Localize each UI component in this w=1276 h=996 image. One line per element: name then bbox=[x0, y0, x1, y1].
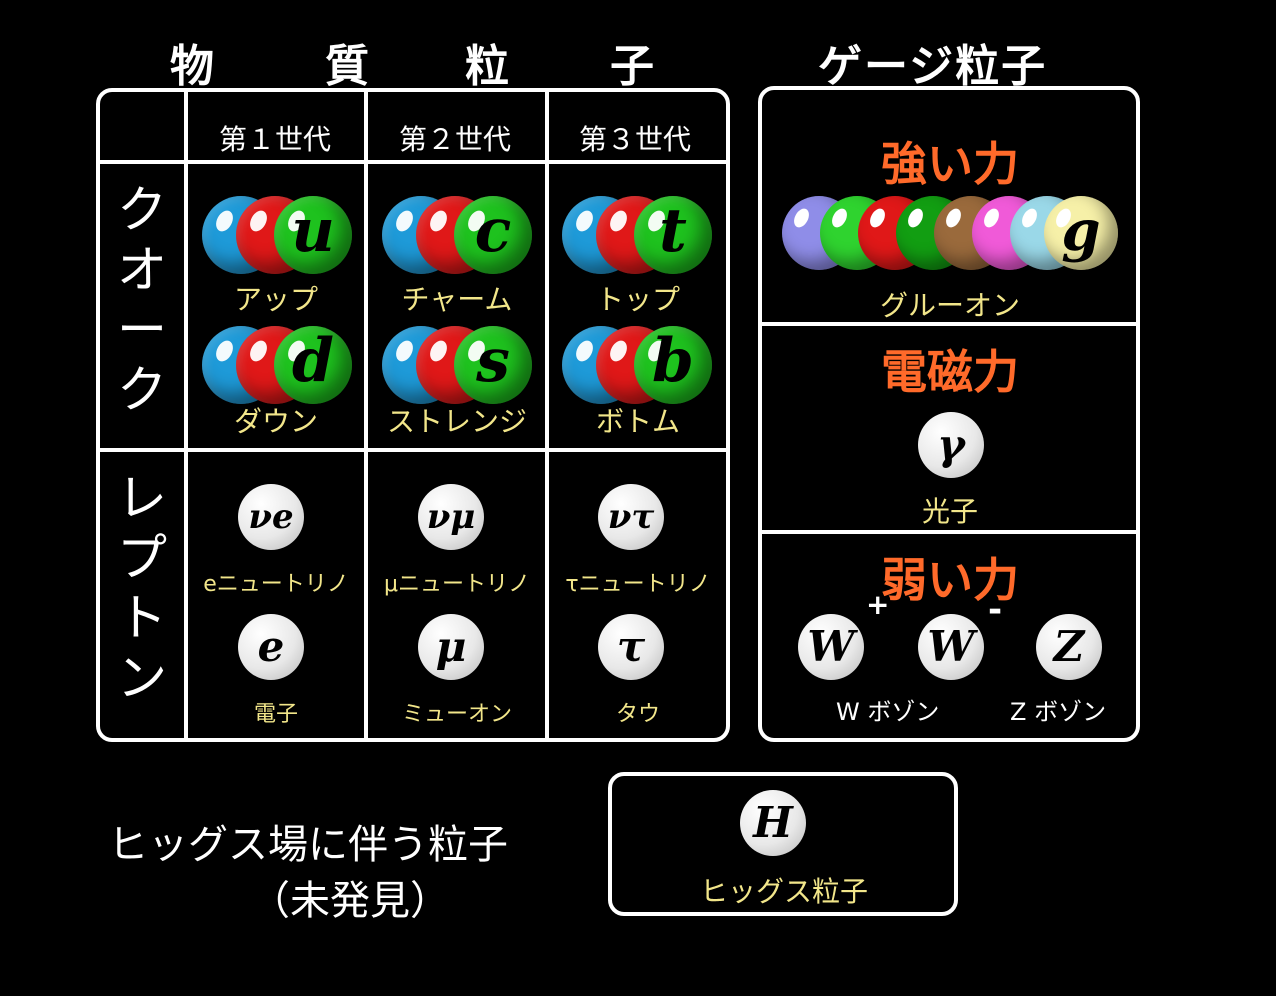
higgs-boson-name: ヒッグス粒子 bbox=[699, 875, 868, 908]
muon-icon: μ bbox=[418, 614, 484, 680]
matter-particles-panel bbox=[96, 88, 730, 742]
generation-1-header: 第１世代 bbox=[218, 123, 331, 156]
gluon-icon: g bbox=[782, 196, 1122, 272]
quark-name: チャーム bbox=[401, 283, 513, 316]
grid-divider bbox=[760, 322, 1138, 326]
muon-neutrino-icon: νμ bbox=[418, 484, 484, 550]
strong-force-title: 強い力 bbox=[881, 137, 1019, 191]
higgs-boson-icon: H bbox=[740, 790, 806, 856]
matter-heading-char: 質 bbox=[325, 41, 369, 92]
w-minus-charge: - bbox=[988, 590, 1003, 630]
photon-name: 光子 bbox=[921, 495, 978, 528]
top-quark-icon: t bbox=[562, 196, 712, 278]
lepton-name: ミューオン bbox=[401, 702, 512, 727]
lepton-row-label-char: プ bbox=[117, 529, 167, 587]
z-boson-name: Z ボゾン bbox=[1010, 698, 1107, 726]
gluon-name: グルーオン bbox=[879, 289, 1020, 322]
higgs-label: ヒッグス場に伴う粒子 bbox=[108, 822, 508, 868]
em-force-title: 電磁力 bbox=[881, 345, 1019, 399]
bottom-quark-icon: b bbox=[562, 326, 712, 408]
quark-row-label-char: ク bbox=[117, 361, 167, 419]
quark-row-label-char: ー bbox=[117, 301, 167, 359]
w-minus-boson-icon: W bbox=[918, 614, 984, 680]
lepton-row-label-char: レ bbox=[117, 469, 167, 527]
quark-name: アップ bbox=[233, 283, 318, 316]
strange-quark-icon: s bbox=[382, 326, 532, 408]
tau-neutrino-icon: ντ bbox=[598, 484, 664, 550]
quark-row-label: ク オ ー ク bbox=[112, 180, 172, 420]
lepton-name: 電子 bbox=[253, 702, 298, 727]
grid-divider bbox=[545, 90, 549, 740]
generation-3-header: 第３世代 bbox=[578, 123, 691, 156]
lepton-row-label: レ プ ト ン bbox=[112, 468, 172, 708]
weak-force-title: 弱い力 bbox=[881, 553, 1019, 607]
lepton-row-label-char: ト bbox=[117, 589, 167, 647]
grid-divider bbox=[364, 90, 368, 740]
quark-name: ストレンジ bbox=[386, 405, 527, 438]
tau-icon: τ bbox=[598, 614, 664, 680]
matter-heading-char: 粒 bbox=[465, 41, 509, 92]
gauge-heading: ゲージ粒子 bbox=[818, 41, 1048, 92]
w-plus-charge: + bbox=[866, 588, 890, 621]
electron-neutrino-icon: νe bbox=[238, 484, 304, 550]
matter-heading-char: 物 bbox=[170, 41, 214, 92]
lepton-name: eニュートリノ bbox=[203, 572, 349, 597]
lepton-name: μニュートリノ bbox=[384, 572, 530, 597]
up-quark-icon: u bbox=[202, 196, 352, 278]
electron-icon: e bbox=[238, 614, 304, 680]
quark-name: ボトム bbox=[595, 405, 680, 438]
lepton-name: タウ bbox=[615, 702, 660, 727]
generation-2-header: 第２世代 bbox=[398, 123, 511, 156]
lepton-name: τニュートリノ bbox=[565, 572, 711, 597]
down-quark-icon: d bbox=[202, 326, 352, 408]
quark-name: トップ bbox=[595, 283, 680, 316]
grid-divider bbox=[760, 530, 1138, 534]
quark-name: ダウン bbox=[233, 405, 318, 438]
higgs-note: （未発見） bbox=[250, 878, 450, 924]
charm-quark-icon: c bbox=[382, 196, 532, 278]
quark-row-label-char: オ bbox=[117, 241, 167, 299]
grid-divider bbox=[98, 448, 728, 452]
photon-icon: γ bbox=[918, 412, 984, 478]
gauge-bosons-panel bbox=[758, 86, 1140, 742]
grid-divider bbox=[184, 90, 188, 740]
lepton-row-label-char: ン bbox=[117, 649, 167, 707]
quark-row-label-char: ク bbox=[117, 181, 167, 239]
z-boson-icon: Z bbox=[1036, 614, 1102, 680]
w-boson-name: W ボゾン bbox=[836, 698, 940, 726]
matter-heading-char: 子 bbox=[610, 41, 654, 92]
higgs-panel bbox=[608, 772, 958, 916]
grid-divider bbox=[98, 160, 728, 164]
w-plus-boson-icon: W bbox=[798, 614, 864, 680]
